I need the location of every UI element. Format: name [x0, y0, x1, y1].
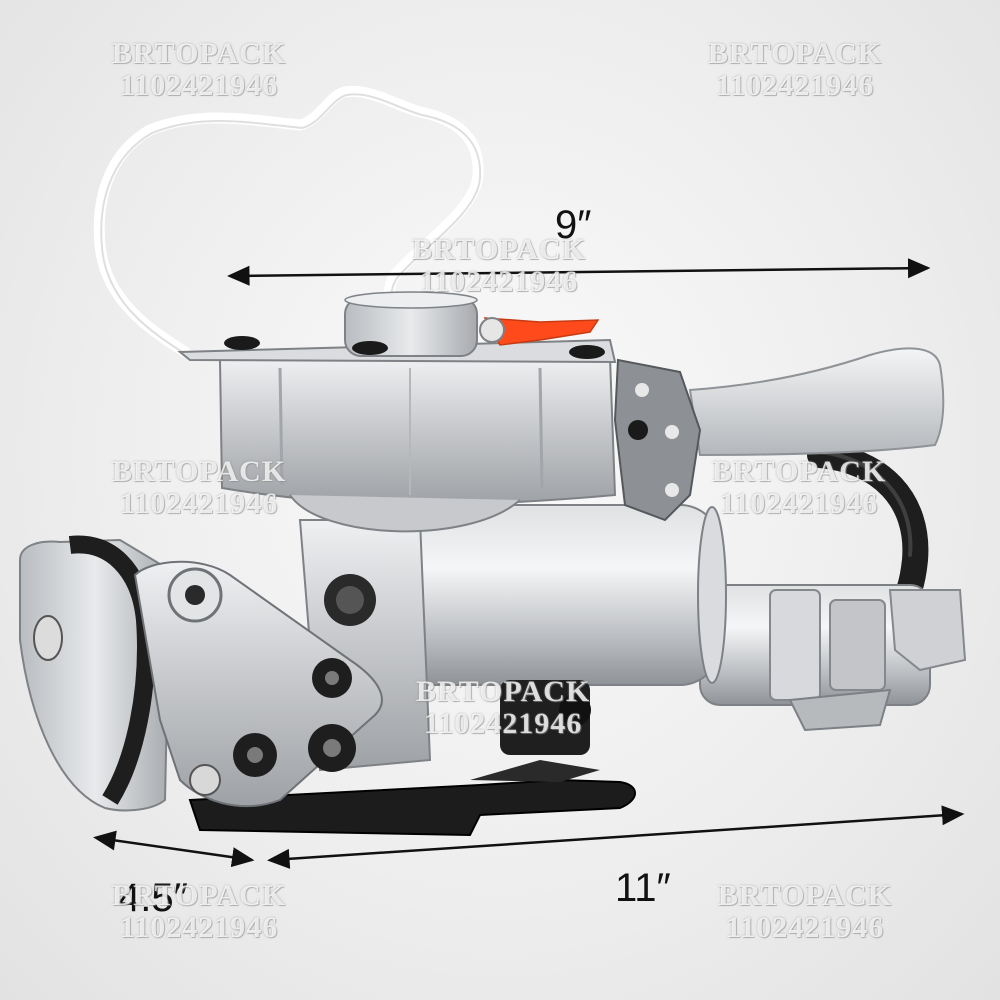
release-lever — [483, 317, 600, 346]
depth-dimension-label: 4.5″ — [118, 876, 188, 920]
width-dimension-arrow — [227, 258, 931, 286]
depth-dimension-arrow — [93, 830, 255, 868]
grip-handle — [688, 347, 945, 457]
side-bracket — [613, 358, 702, 522]
length-dimension-label: 11″ — [615, 866, 671, 910]
length-dimension-arrow — [267, 805, 965, 869]
width-dimension-label: 9″ — [555, 203, 592, 247]
carry-handle — [93, 85, 484, 358]
